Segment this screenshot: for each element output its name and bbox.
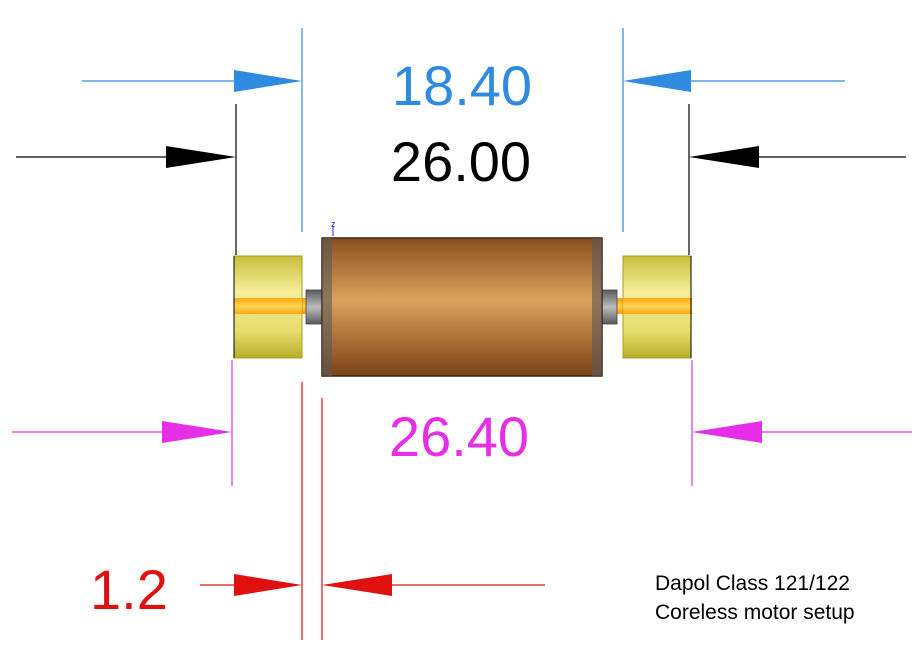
arrow-left-icon — [623, 70, 691, 92]
axis-marker-z: z — [331, 219, 336, 229]
dimension-flywheel-gap: 1.2 — [90, 382, 545, 640]
arrow-right-icon — [162, 421, 232, 443]
dimension-overall-outer: 26.40 — [12, 360, 912, 486]
dimension-overall-inner: 26.00 — [16, 104, 906, 255]
right-end-cap — [600, 289, 618, 325]
caption: Dapol Class 121/122 Coreless motor setup — [655, 572, 855, 624]
dimension-label-flywheel-gap: 1.2 — [90, 558, 168, 621]
arrow-left-icon — [692, 421, 762, 443]
arrow-right-icon — [234, 574, 302, 596]
arrow-right-icon — [234, 70, 302, 92]
dimension-label-motor-gap: 18.40 — [392, 54, 532, 117]
arrow-left-icon — [689, 146, 759, 168]
motor-assembly: z — [233, 219, 692, 377]
dimension-label-overall-outer: 26.40 — [389, 405, 529, 468]
motor-body — [321, 237, 603, 377]
caption-line-1: Dapol Class 121/122 — [655, 572, 850, 595]
dimension-motor-gap: 18.40 — [82, 28, 845, 232]
arrow-right-icon — [166, 146, 236, 168]
dimension-label-overall-inner: 26.00 — [391, 130, 531, 193]
caption-line-2: Coreless motor setup — [655, 601, 855, 624]
arrow-left-icon — [322, 574, 392, 596]
